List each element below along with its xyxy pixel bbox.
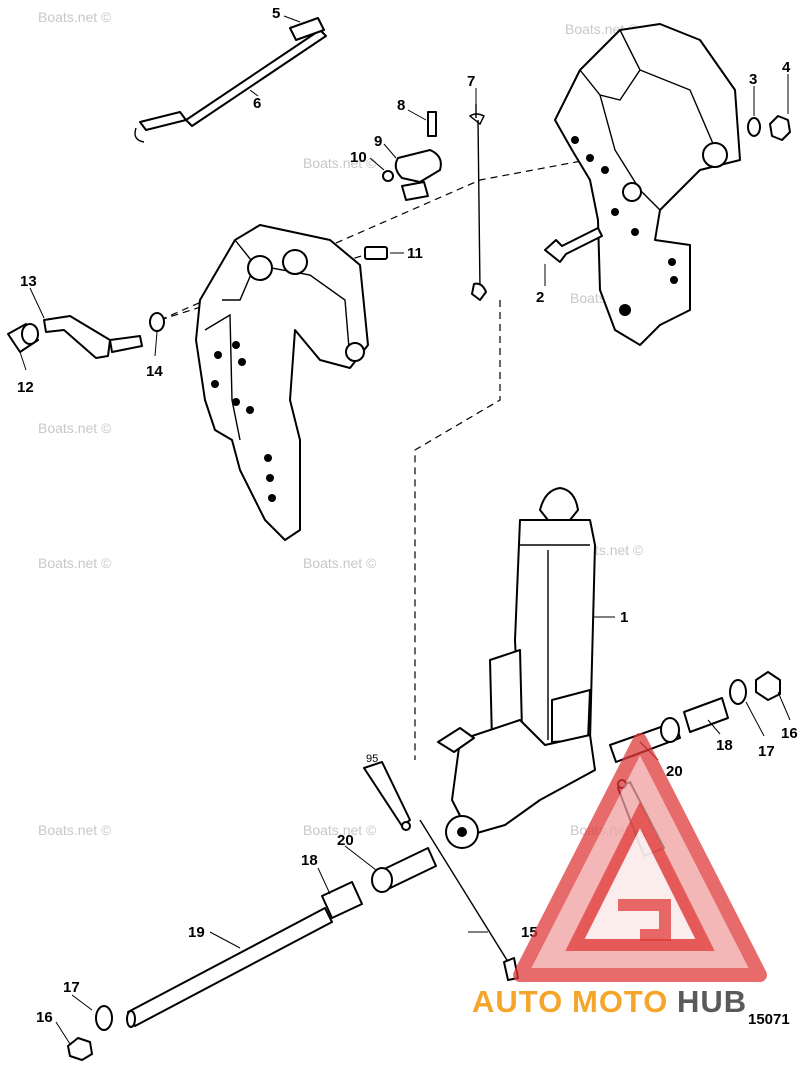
watermark: Boats.net © — [38, 822, 112, 838]
watermark: Boats.net © — [303, 155, 377, 171]
callout-16: 16 — [781, 725, 798, 742]
parts-2-3-4 — [544, 115, 791, 263]
part-7-cable — [468, 104, 487, 301]
right-transom-bracket — [554, 23, 741, 346]
watermark: Boats.net © — [303, 822, 377, 838]
callout-12: 12 — [17, 379, 34, 396]
callout-14: 14 — [146, 363, 163, 380]
callout-20: 20 — [666, 763, 683, 780]
left-transom-bracket — [195, 224, 369, 541]
callout-6: 6 — [253, 95, 261, 112]
automotohub-logo: AUTO MOTO HUB — [472, 733, 767, 1019]
watermark: Boats.net © — [303, 555, 377, 571]
callout-3: 3 — [749, 71, 757, 88]
part-19-tube — [126, 907, 333, 1028]
callout-19: 19 — [188, 924, 205, 941]
callout-7: 7 — [467, 73, 475, 90]
callout-2: 2 — [536, 289, 544, 306]
callout-1: 1 — [620, 609, 628, 626]
parts-12-13-14 — [7, 312, 165, 359]
callout-20: 20 — [337, 832, 354, 849]
callout-8: 8 — [397, 97, 405, 114]
part-6-shift-rod — [134, 17, 327, 143]
callout-17: 17 — [758, 743, 775, 760]
watermark: Boats.net © — [38, 9, 112, 25]
part-1-trim-cylinder — [437, 487, 596, 849]
part-11-block — [364, 246, 388, 260]
left-pivot-parts — [67, 847, 437, 1061]
figure-number: 15071 — [748, 1011, 790, 1028]
callout-10: 10 — [350, 149, 367, 166]
callout-95: 95 — [366, 753, 378, 765]
callout-9: 9 — [374, 133, 382, 150]
logo-text-hub: HUB — [677, 984, 747, 1019]
callout-5: 5 — [272, 5, 280, 22]
callout-13: 13 — [20, 273, 37, 290]
callout-18: 18 — [301, 852, 318, 869]
watermark: Boats.net © — [38, 555, 112, 571]
callout-17: 17 — [63, 979, 80, 996]
callout-11: 11 — [407, 245, 423, 262]
callout-16: 16 — [36, 1009, 53, 1026]
logo-text-auto: AUTO — [472, 984, 563, 1019]
callout-18: 18 — [716, 737, 733, 754]
parts-8-9-10 — [382, 111, 442, 201]
logo-text-moto: MOTO — [572, 984, 668, 1019]
callout-4: 4 — [782, 59, 791, 76]
watermark: Boats.net © — [38, 420, 112, 436]
